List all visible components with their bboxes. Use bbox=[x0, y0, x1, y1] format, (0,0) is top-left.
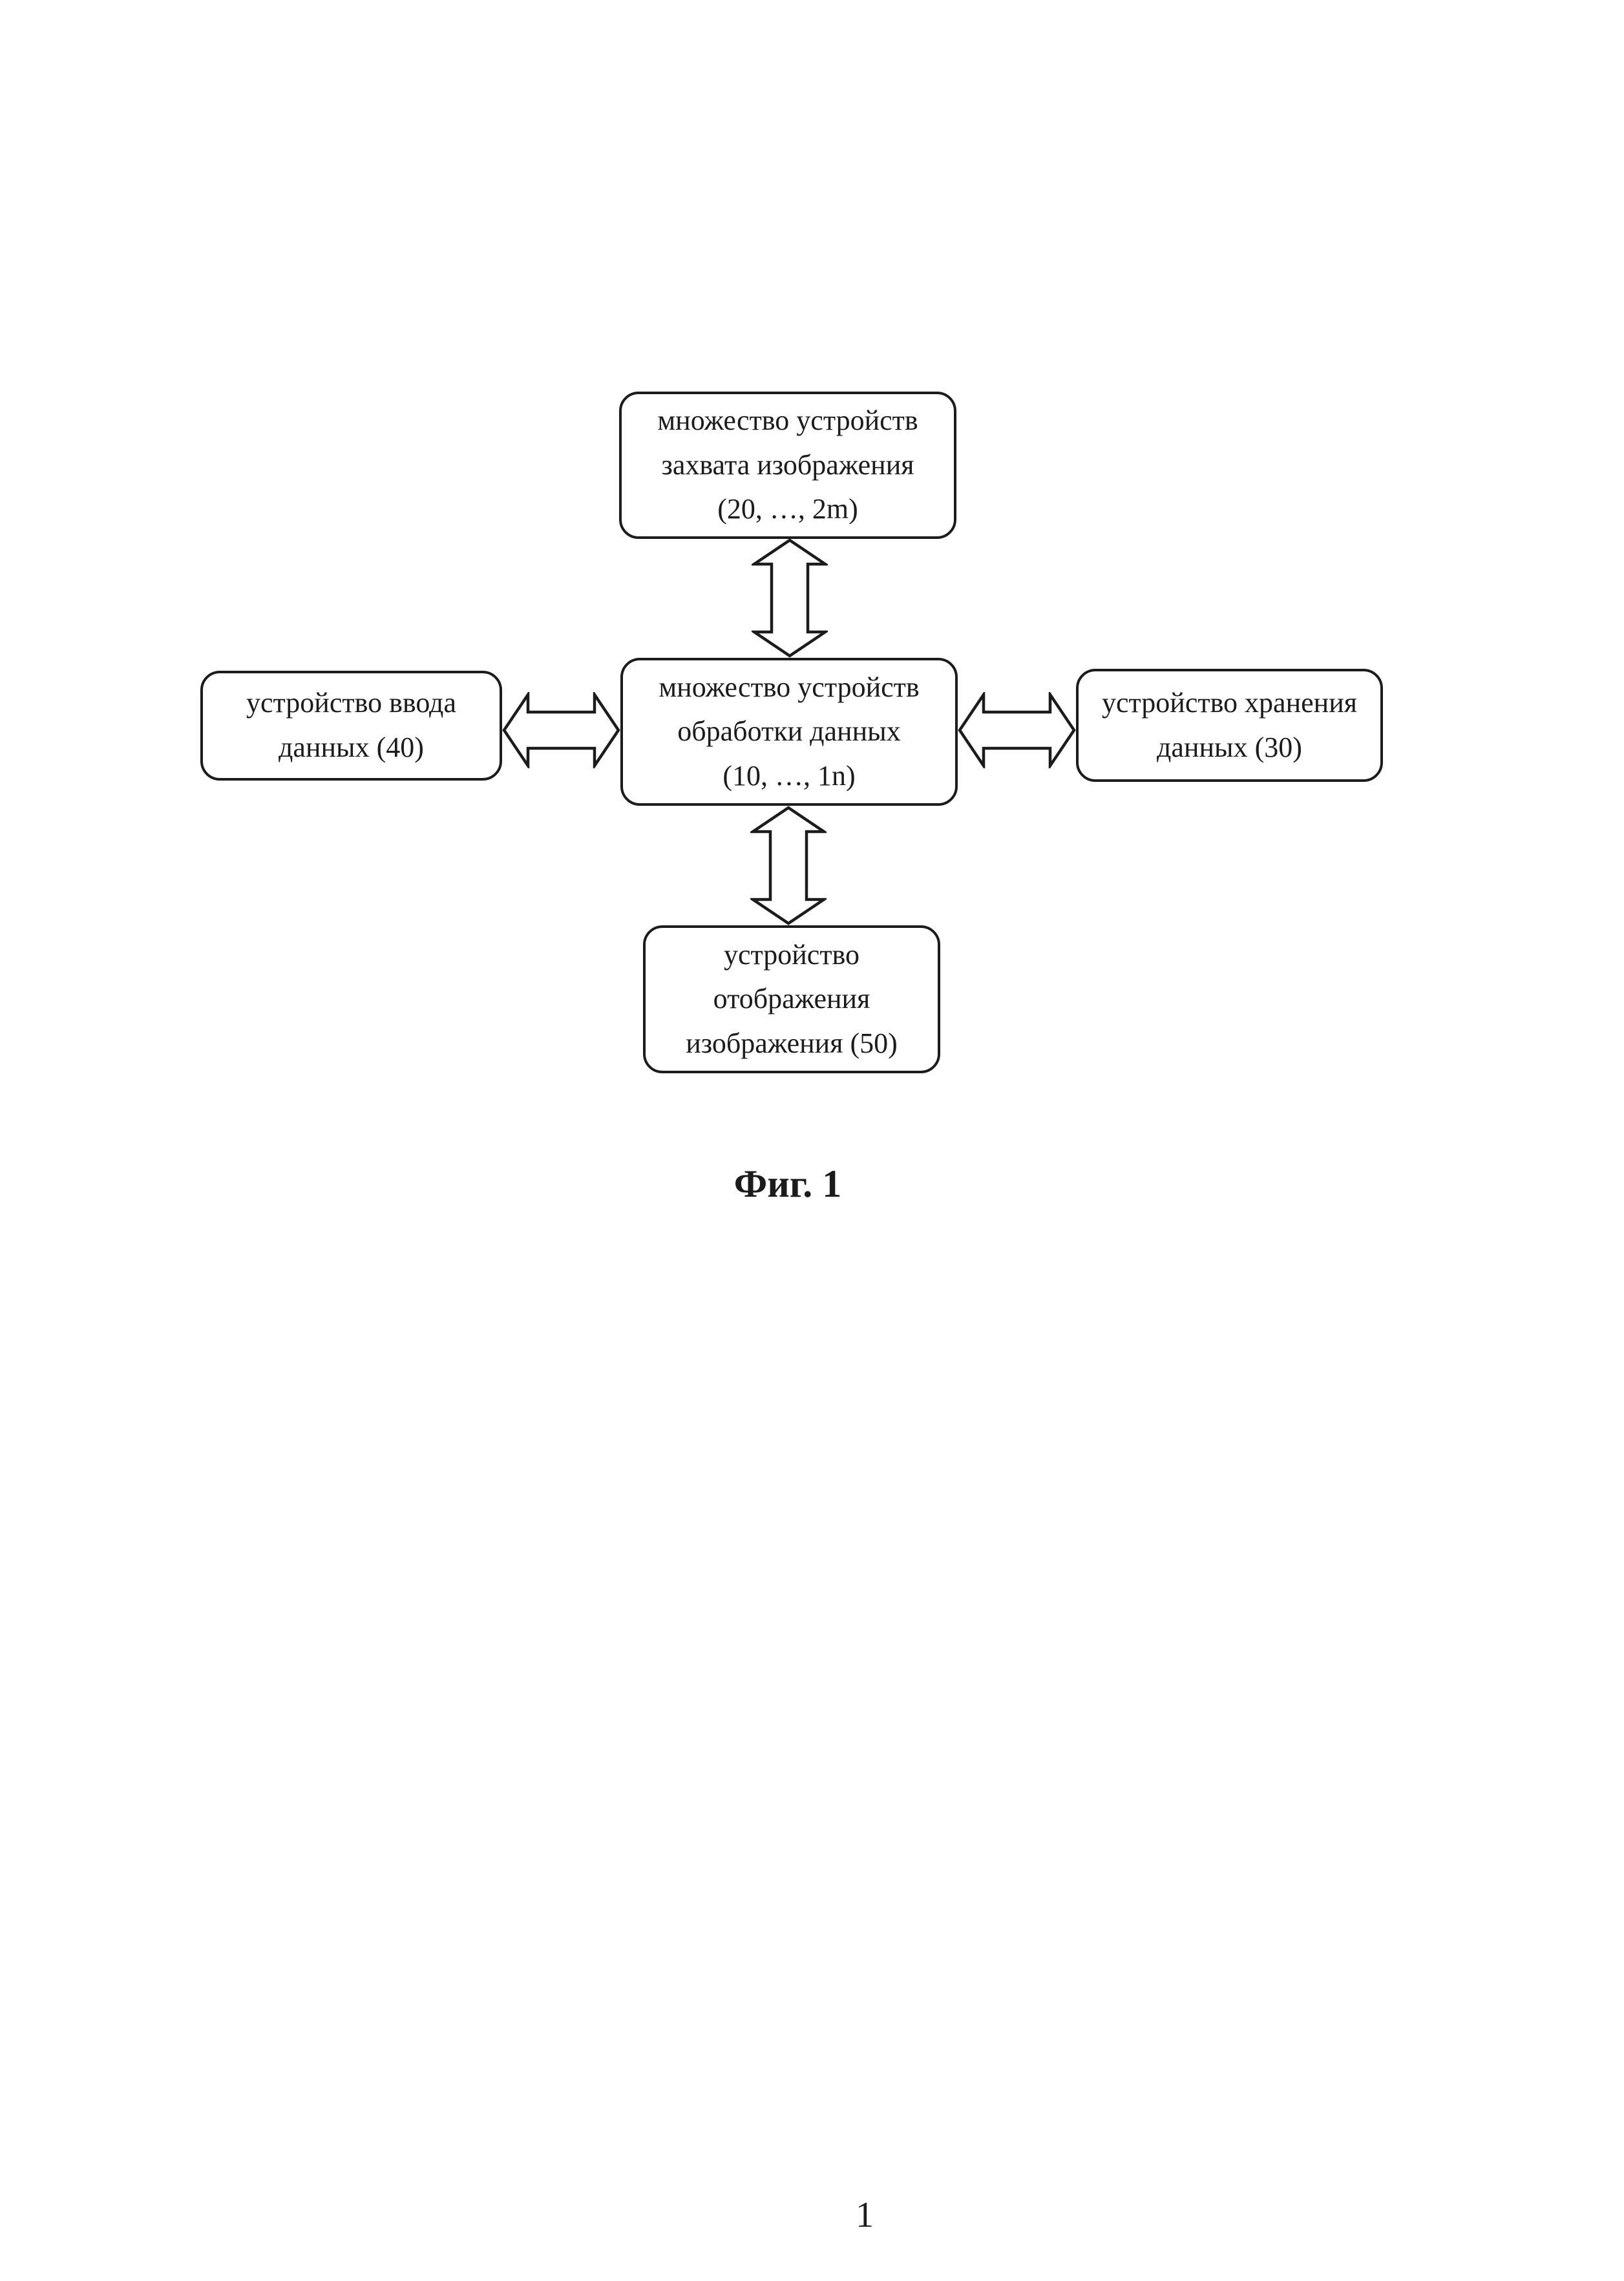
arrow-processing-storage-icon bbox=[958, 692, 1076, 768]
arrow-input-processing-icon bbox=[502, 692, 620, 768]
data-processing-devices-box: множество устройств обработки данных (10… bbox=[620, 658, 958, 806]
arrow-processing-display-icon bbox=[750, 806, 827, 925]
data-storage-device-box: устройство хранения данных (30) bbox=[1076, 669, 1383, 782]
data-input-device-box: устройство ввода данных (40) bbox=[200, 671, 502, 781]
image-capture-devices-box: множество устройств захвата изображения … bbox=[619, 392, 956, 539]
page-number: 1 bbox=[856, 2195, 874, 2235]
image-display-device-box: устройство отображения изображения (50) bbox=[643, 925, 940, 1073]
figure-caption: Фиг. 1 bbox=[733, 1162, 842, 1205]
arrow-capture-processing-icon bbox=[752, 538, 828, 658]
